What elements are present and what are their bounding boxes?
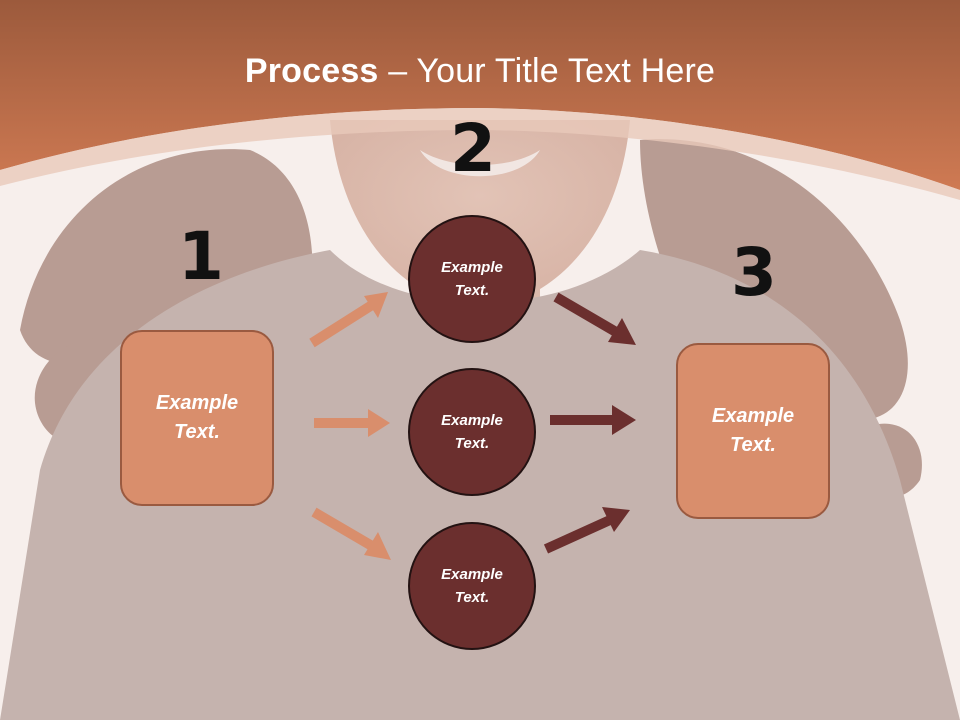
step-3-text-line2: Text.	[730, 434, 776, 456]
step-1-text-line1: Example	[155, 392, 239, 414]
step-number-2: 2	[450, 110, 496, 187]
title-bold: Process	[244, 52, 379, 90]
circle-middle-line1: Example	[441, 411, 503, 429]
circle-bottom-line2: Text.	[454, 589, 490, 606]
step-1-box: Example Text.	[120, 330, 274, 506]
circle-bottom-line1: Example	[441, 565, 503, 583]
step-number-1: 1	[178, 218, 224, 295]
slide-title: Process – Your Title Text Here	[0, 52, 960, 91]
step-number-3: 3	[731, 234, 777, 311]
step-2-circle-middle: Example Text.	[408, 368, 536, 496]
circle-top-line2: Text.	[454, 282, 490, 299]
step-1-text-line2: Text.	[174, 421, 220, 443]
step-2-circle-top: Example Text.	[408, 215, 536, 343]
circle-middle-line2: Text.	[454, 435, 490, 452]
step-2-circle-bottom: Example Text.	[408, 522, 536, 650]
step-3-box: Example Text.	[676, 343, 830, 519]
circle-top-line1: Example	[441, 258, 503, 276]
header-band	[0, 0, 960, 200]
step-3-text-line1: Example	[711, 405, 795, 427]
title-rest: – Your Title Text Here	[378, 52, 716, 90]
